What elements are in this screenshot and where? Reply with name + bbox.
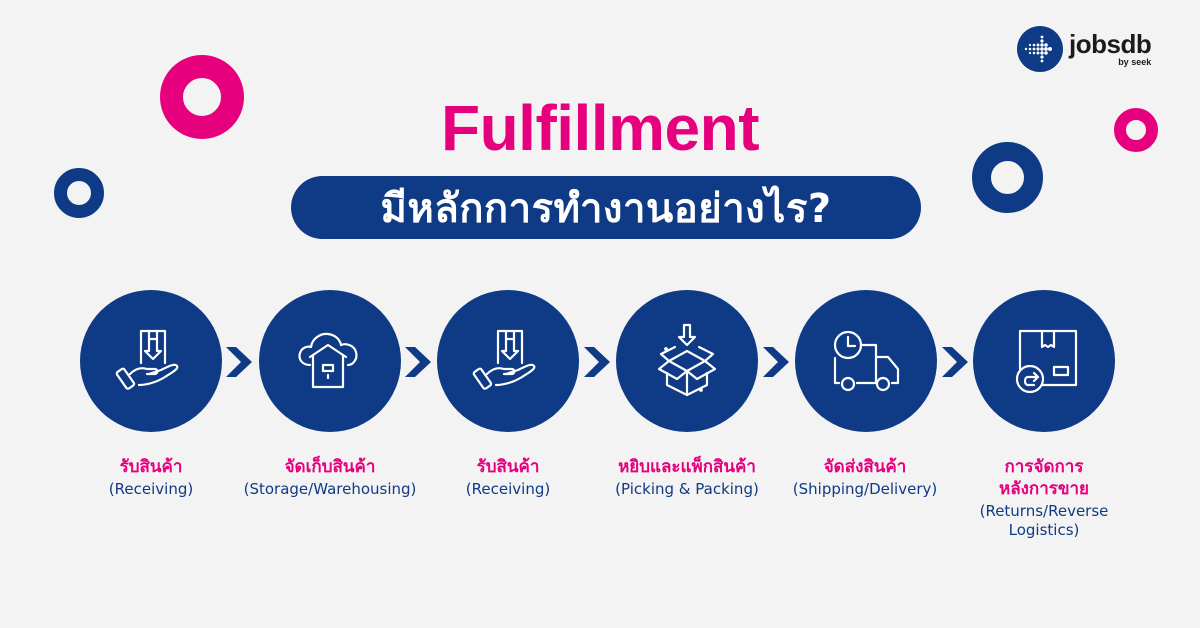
step-4-label: หยิบและแพ็กสินค้า (Picking & Packing) — [587, 456, 787, 499]
step-1-label-th: รับสินค้า — [119, 457, 183, 477]
subtitle-pill: มีหลักการทำงานอย่างไร? — [291, 176, 921, 239]
step-6-label-en-line2: Logistics) — [1008, 521, 1080, 539]
step-5-label: จัดส่งสินค้า (Shipping/Delivery) — [765, 456, 965, 499]
logo-tagline: by seek — [1118, 57, 1152, 67]
step-3-circle — [437, 290, 579, 432]
hand-receiving-box-icon — [472, 329, 536, 390]
hand-receiving-box-icon — [115, 329, 179, 390]
chevron-right-icon — [226, 347, 252, 377]
open-box-pack-icon — [657, 323, 717, 397]
step-2-label: จัดเก็บสินค้า (Storage/Warehousing) — [224, 456, 436, 499]
chevron-right-icon — [584, 347, 610, 377]
page-title: Fulfillment — [440, 92, 760, 164]
jobsdb-logo[interactable]: jobsdb by seek — [1017, 26, 1152, 72]
step-5-label-en: (Shipping/Delivery) — [792, 480, 938, 498]
step-4-label-en: (Picking & Packing) — [615, 480, 759, 498]
jobsdb-arrow-icon — [1017, 26, 1063, 72]
cloud-storage-box-icon — [298, 332, 358, 389]
decorative-ring-navy-small — [54, 168, 104, 218]
step-6-circle — [973, 290, 1115, 432]
step-2-label-th: จัดเก็บสินค้า — [284, 457, 376, 477]
step-1-circle — [80, 290, 222, 432]
chevron-right-icon — [405, 347, 431, 377]
step-5-label-th: จัดส่งสินค้า — [823, 457, 907, 477]
chevron-right-icon — [763, 347, 789, 377]
step-1-label: รับสินค้า (Receiving) — [51, 456, 251, 499]
step-3-label-th: รับสินค้า — [476, 457, 540, 477]
box-return-icon — [1015, 329, 1078, 394]
page-subtitle: มีหลักการทำงานอย่างไร? — [380, 185, 832, 232]
step-1-label-en: (Receiving) — [108, 480, 194, 498]
step-2-label-en: (Storage/Warehousing) — [243, 480, 417, 498]
step-3-label: รับสินค้า (Receiving) — [408, 456, 608, 499]
delivery-truck-clock-icon — [833, 330, 900, 392]
step-2-circle — [259, 290, 401, 432]
step-4-circle — [616, 290, 758, 432]
step-3-label-en: (Receiving) — [465, 480, 551, 498]
logo-wordmark: jobsdb — [1069, 29, 1152, 59]
step-5-circle — [795, 290, 937, 432]
step-6-label-th-line1: การจัดการ — [1004, 457, 1084, 477]
step-4-label-th: หยิบและแพ็กสินค้า — [618, 457, 756, 477]
decorative-ring-pink-large — [160, 55, 244, 139]
step-6-label-th-line2: หลังการขาย — [998, 479, 1090, 499]
chevron-right-icon — [942, 347, 968, 377]
step-6-label: การจัดการ หลังการขาย (Returns/Reverse Lo… — [944, 456, 1144, 540]
decorative-ring-pink-small — [1114, 108, 1158, 152]
step-6-label-en-line1: (Returns/Reverse — [979, 502, 1109, 520]
